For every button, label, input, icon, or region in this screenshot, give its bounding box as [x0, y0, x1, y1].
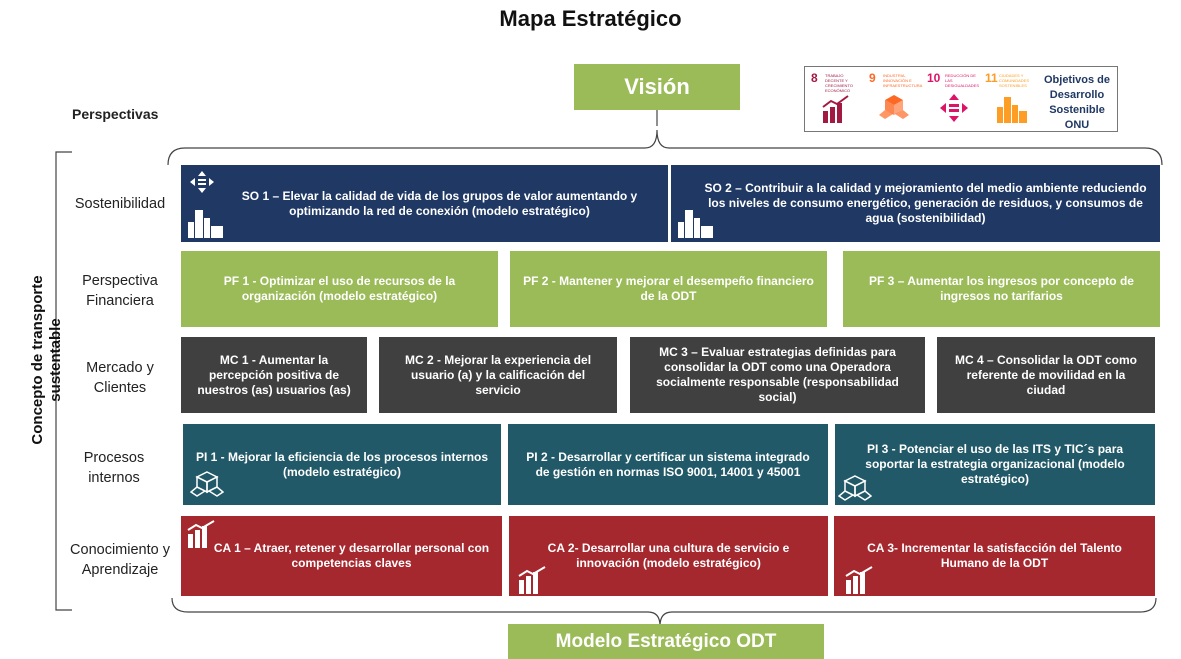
- objective-ca2: CA 2- Desarrollar una cultura de servici…: [509, 516, 828, 596]
- row-label-sostenibilidad: Sostenibilidad: [74, 196, 166, 212]
- equality-arrows-icon: [940, 94, 968, 122]
- cubes-icon: [879, 95, 909, 119]
- city-buildings-icon: [188, 210, 223, 238]
- cubes-icon: [190, 471, 224, 497]
- sdg-number: 10: [927, 71, 941, 85]
- page-title: Mapa Estratégico: [499, 6, 682, 31]
- objective-mc2: MC 2 - Mejorar la experiencia del usuari…: [379, 337, 617, 413]
- objective-mc4: MC 4 – Consolidar la ODT como referente …: [937, 337, 1155, 413]
- cubes-icon: [838, 475, 872, 501]
- sdg-goal-9: 9 INDUSTRIA, INNOVACIÓN E INFRAESTRUCTUR…: [867, 71, 923, 127]
- sdg-legend: 8 TRABAJO DECENTE Y CRECIMIENTO ECONÓMIC…: [804, 66, 1118, 132]
- growth-chart-icon: [845, 566, 873, 594]
- sdg-number: 11: [985, 71, 998, 85]
- sdg-number: 8: [811, 71, 818, 85]
- objective-mc3: MC 3 – Evaluar estrategias definidas par…: [630, 337, 925, 413]
- objective-so2: SO 2 – Contribuir a la calidad y mejoram…: [671, 165, 1160, 242]
- sdg-label: Objetivos de Desarrollo Sostenible ONU: [1043, 74, 1111, 131]
- objective-ca1: CA 1 – Atraer, retener y desarrollar per…: [181, 516, 502, 596]
- objective-pi2: PI 2 - Desarrollar y certificar un siste…: [508, 424, 828, 505]
- vision-banner: Visión: [574, 64, 740, 110]
- city-buildings-icon: [997, 97, 1027, 123]
- perspectives-header: Perspectivas: [72, 106, 159, 122]
- equality-arrows-icon: [190, 171, 214, 193]
- objective-pi3: PI 3 - Potenciar el uso de las ITS y TIC…: [835, 424, 1155, 505]
- objective-pf3: PF 3 – Aumentar los ingresos por concept…: [843, 251, 1160, 327]
- growth-chart-icon: [822, 95, 849, 123]
- row-label-mercado: Mercado y Clientes: [86, 360, 154, 396]
- objective-mc1: MC 1 - Aumentar la percepción positiva d…: [181, 337, 367, 413]
- sdg-text: CIUDADES Y COMUNIDADES SOSTENIBLES: [999, 73, 1030, 88]
- growth-chart-icon: [187, 520, 215, 548]
- objective-ca3: CA 3- Incrementar la satisfacción del Ta…: [834, 516, 1155, 596]
- sdg-goal-10: 10 REDUCCIÓN DE LAS DESIGUALDADES: [925, 71, 981, 127]
- objective-pf2: PF 2 - Mantener y mejorar el desempeño f…: [510, 251, 827, 327]
- objective-pf1: PF 1 - Optimizar el uso de recursos de l…: [181, 251, 498, 327]
- sdg-text: TRABAJO DECENTE Y CRECIMIENTO ECONÓMICO: [825, 73, 853, 93]
- sdg-text: REDUCCIÓN DE LAS DESIGUALDADES: [945, 73, 980, 88]
- row-label-financiera: Perspectiva Financiera: [82, 273, 158, 309]
- growth-chart-icon: [518, 566, 546, 594]
- row-label-conocimiento: Conocimiento y Aprendizaje: [70, 542, 170, 578]
- bottom-banner: Modelo Estratégico ODT: [508, 624, 824, 659]
- row-label-procesos: Procesos internos: [83, 450, 145, 486]
- sdg-number: 9: [869, 71, 876, 85]
- objective-so1: SO 1 – Elevar la calidad de vida de los …: [181, 165, 668, 242]
- objective-pi1: PI 1 - Mejorar la eficiencia de los proc…: [183, 424, 501, 505]
- sdg-goal-8: 8 TRABAJO DECENTE Y CRECIMIENTO ECONÓMIC…: [809, 71, 865, 127]
- city-buildings-icon: [678, 210, 713, 238]
- sdg-goal-11: 11 CIUDADES Y COMUNIDADES SOSTENIBLES: [983, 71, 1039, 127]
- sdg-text: INDUSTRIA, INNOVACIÓN E INFRAESTRUCTURA: [883, 73, 923, 88]
